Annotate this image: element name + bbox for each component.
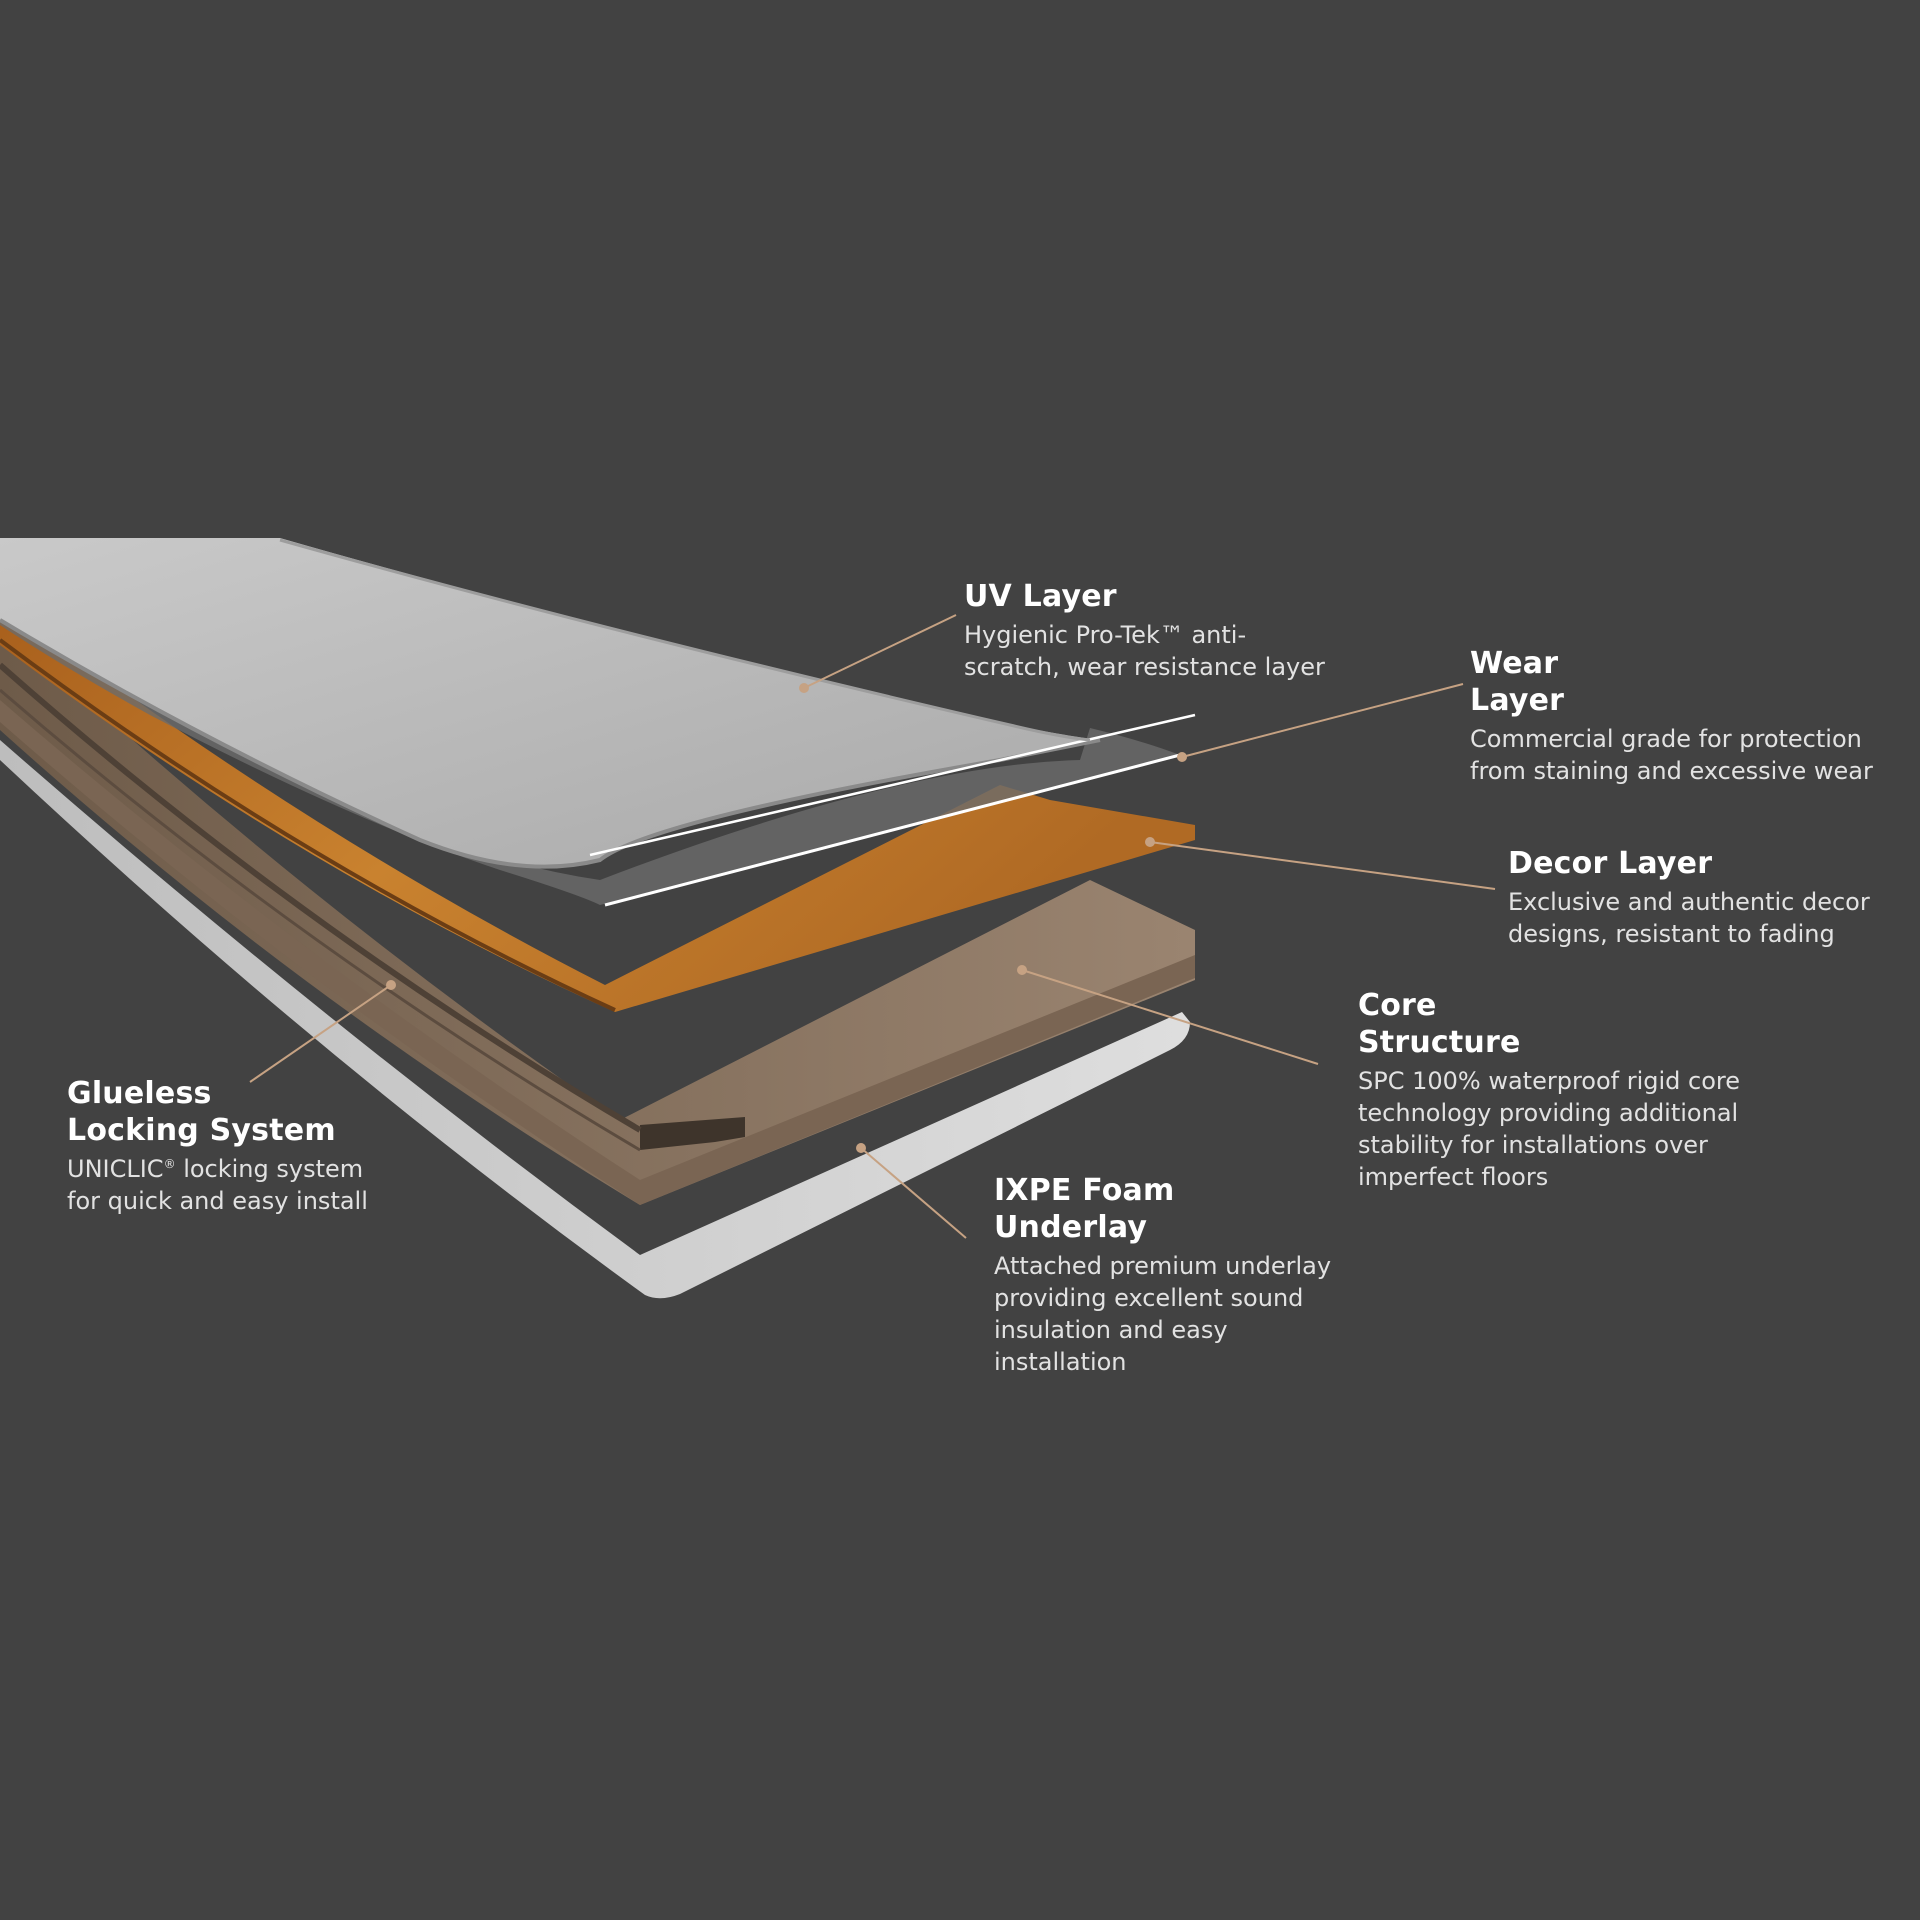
locking-leader-line	[249, 984, 392, 1083]
decor-desc-line-1: Exclusive and authentic decor	[1508, 888, 1870, 916]
uv-layer-label: UV Layer Hygienic Pro-Tek™ anti- scratch…	[964, 578, 1325, 683]
locking-desc-brand: UNICLIC	[67, 1155, 164, 1183]
foam-leader-dot	[856, 1143, 866, 1153]
locking-title-line-2: Locking System	[67, 1113, 336, 1148]
uv-layer-title: UV Layer	[964, 579, 1117, 614]
locking-title-line-1: Glueless	[67, 1076, 212, 1111]
foam-underlay-layer	[0, 740, 1190, 1299]
core-leader-line	[1021, 969, 1319, 1065]
uv-leader-line	[803, 614, 957, 689]
decor-desc-line-2: designs, resistant to fading	[1508, 920, 1835, 948]
core-structure-label: Core Structure SPC 100% waterproof rigid…	[1358, 987, 1740, 1193]
core-desc-line-3: stability for installations over	[1358, 1131, 1708, 1159]
uv-layer	[0, 538, 1196, 869]
locking-desc-line-2: for quick and easy install	[67, 1187, 368, 1215]
uv-layer-description: Hygienic Pro-Tek™ anti- scratch, wear re…	[964, 619, 1325, 683]
wear-layer-title: Wear Layer	[1470, 645, 1873, 719]
core-structure-description: SPC 100% waterproof rigid core technolog…	[1358, 1065, 1740, 1193]
locking-leader-dot	[386, 980, 396, 990]
registered-mark: ®	[163, 1157, 176, 1171]
uv-leader-dot	[799, 683, 809, 693]
core-title-line-2: Structure	[1358, 1025, 1521, 1060]
core-structure-title: Core Structure	[1358, 987, 1740, 1061]
foam-title-line-2: Underlay	[994, 1210, 1148, 1245]
locking-system-title: Glueless Locking System	[67, 1075, 368, 1149]
uv-desc-line-2: scratch, wear resistance layer	[964, 653, 1325, 681]
core-desc-line-2: technology providing additional	[1358, 1099, 1739, 1127]
wear-layer	[0, 600, 1181, 907]
decor-layer-description: Exclusive and authentic decor designs, r…	[1508, 886, 1870, 950]
decor-layer	[0, 600, 1195, 1012]
core-desc-line-1: SPC 100% waterproof rigid core	[1358, 1067, 1741, 1095]
wear-leader-dot	[1177, 752, 1187, 762]
decor-layer-title: Decor Layer	[1508, 846, 1713, 881]
foam-desc-line-3: insulation and easy	[994, 1316, 1228, 1344]
foam-underlay-title: IXPE Foam Underlay	[994, 1172, 1331, 1246]
wear-layer-description: Commercial grade for protection from sta…	[1470, 723, 1873, 787]
foam-underlay-label: IXPE Foam Underlay Attached premium unde…	[994, 1172, 1331, 1378]
core-leader-dot	[1017, 965, 1027, 975]
locking-desc-line-1-rest: locking system	[175, 1155, 364, 1183]
wear-desc-line-1: Commercial grade for protection	[1470, 725, 1862, 753]
foam-underlay-description: Attached premium underlay providing exce…	[994, 1250, 1331, 1378]
locking-system-description: UNICLIC® locking system for quick and ea…	[67, 1153, 368, 1217]
uv-desc-line-1: Hygienic Pro-Tek™ anti-	[964, 621, 1247, 649]
decor-leader-line	[1149, 841, 1496, 890]
foam-desc-line-1: Attached premium underlay	[994, 1252, 1332, 1280]
foam-desc-line-2: providing excellent sound	[994, 1284, 1304, 1312]
wear-title-line-1: Wear	[1470, 646, 1559, 681]
wear-layer-label: Wear Layer Commercial grade for protecti…	[1470, 645, 1873, 787]
decor-leader-dot	[1145, 837, 1155, 847]
foam-desc-line-4: installation	[994, 1348, 1127, 1376]
wear-desc-line-2: from staining and excessive wear	[1470, 757, 1873, 785]
core-title-line-1: Core	[1358, 988, 1437, 1023]
locking-system-label: Glueless Locking System UNICLIC® locking…	[67, 1075, 368, 1217]
core-structure-layer	[0, 620, 1195, 1205]
foam-title-line-1: IXPE Foam	[994, 1173, 1175, 1208]
wear-leader-line	[1181, 683, 1464, 758]
foam-leader-line	[860, 1147, 967, 1239]
core-desc-line-4: imperfect floors	[1358, 1163, 1549, 1191]
decor-layer-label: Decor Layer Exclusive and authentic deco…	[1508, 845, 1870, 950]
wear-title-line-2: Layer	[1470, 683, 1565, 718]
